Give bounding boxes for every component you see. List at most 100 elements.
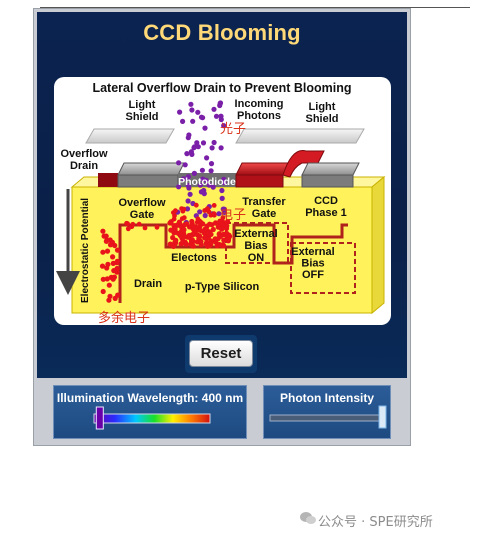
electron: [171, 210, 176, 216]
electrons-label: Electons: [171, 252, 217, 264]
bias-on-box: [225, 222, 289, 264]
photon: [200, 140, 207, 146]
intensity-control: Photon Intensity: [263, 385, 391, 439]
intensity-slider[interactable]: [264, 386, 392, 440]
electron: [104, 265, 110, 271]
photon: [195, 144, 201, 150]
photon: [176, 160, 182, 166]
photon: [221, 123, 227, 129]
photon: [211, 139, 217, 146]
photon: [218, 113, 224, 119]
photon: [202, 212, 208, 219]
electron: [179, 240, 185, 246]
photon: [182, 162, 188, 168]
intensity-label: Photon Intensity: [280, 391, 374, 405]
photon: [181, 176, 187, 182]
electron: [104, 248, 111, 254]
substrate-label: p-Type Silicon: [185, 281, 260, 293]
electron: [189, 218, 195, 225]
electron: [224, 230, 230, 237]
electron: [180, 208, 186, 214]
electron: [220, 215, 226, 221]
photon: [191, 144, 198, 150]
electron: [189, 242, 195, 248]
photon: [187, 191, 193, 197]
electron: [110, 254, 116, 260]
watermark-text: 公众号 · SPE研究所: [318, 515, 433, 530]
photon: [199, 167, 205, 173]
intensity-thumb[interactable]: [378, 405, 387, 429]
photon: [221, 176, 227, 182]
electron: [130, 221, 136, 227]
photon: [185, 182, 191, 189]
photon: [185, 174, 191, 180]
photon: [210, 184, 216, 190]
wavelength-slider[interactable]: [54, 386, 248, 440]
photon: [188, 101, 194, 107]
photon: [208, 168, 214, 174]
overflow-gate-top: [117, 162, 185, 176]
drain-label: Drain: [134, 278, 162, 290]
light-shield-left: [85, 128, 175, 144]
photon: [191, 170, 197, 176]
photon: [219, 187, 225, 194]
excess-electrons-cn-label: 多余电子: [98, 311, 151, 326]
electron: [198, 242, 204, 248]
wavelength-control: Illumination Wavelength: 400 nm: [53, 385, 247, 439]
electron: [219, 226, 225, 232]
electron: [154, 224, 160, 230]
ccd-phase-gate-body: [301, 174, 354, 188]
potential-well-outline: [118, 223, 348, 303]
photon: [202, 125, 208, 131]
light-shield-right: [235, 128, 365, 144]
photodiode-label: Photodiode: [178, 176, 236, 188]
photon: [209, 145, 215, 151]
app-title: CCD Blooming: [143, 20, 301, 45]
electron: [100, 276, 106, 282]
electron: [173, 237, 179, 243]
photon: [218, 145, 224, 151]
bias-off-box: [290, 242, 356, 294]
electron: [217, 219, 223, 225]
electron: [198, 219, 204, 225]
photon: [177, 109, 183, 115]
electron: [225, 218, 231, 225]
photon: [184, 151, 190, 157]
electron: [221, 243, 227, 249]
electron: [100, 228, 106, 234]
photon: [197, 209, 203, 215]
intensity-track: [269, 414, 385, 422]
wavelength-thumb[interactable]: [95, 406, 104, 430]
photon: [186, 132, 192, 138]
electron: [99, 263, 106, 269]
electron: [193, 202, 199, 208]
electron: [167, 241, 173, 247]
reset-button[interactable]: Reset: [189, 340, 253, 367]
electron: [142, 225, 148, 231]
wechat-icon: [300, 512, 316, 524]
electron: [111, 268, 117, 274]
electron: [179, 216, 185, 222]
photon: [200, 176, 206, 182]
electron-cloud: [99, 202, 233, 303]
electron: [115, 292, 121, 298]
electron: [172, 226, 178, 232]
electron: [168, 227, 174, 233]
transfer-gate-body: [235, 174, 284, 188]
photon: [188, 149, 194, 155]
silicon-side-face: [371, 175, 385, 315]
photons-cn-label: 光子: [220, 122, 247, 137]
electron: [210, 226, 216, 233]
electron: [226, 236, 232, 242]
blooming-diagram: Lateral Overflow Drain to Prevent Bloomi…: [56, 81, 386, 315]
photon: [198, 114, 205, 120]
photon: [219, 195, 225, 201]
photon: [216, 211, 222, 217]
